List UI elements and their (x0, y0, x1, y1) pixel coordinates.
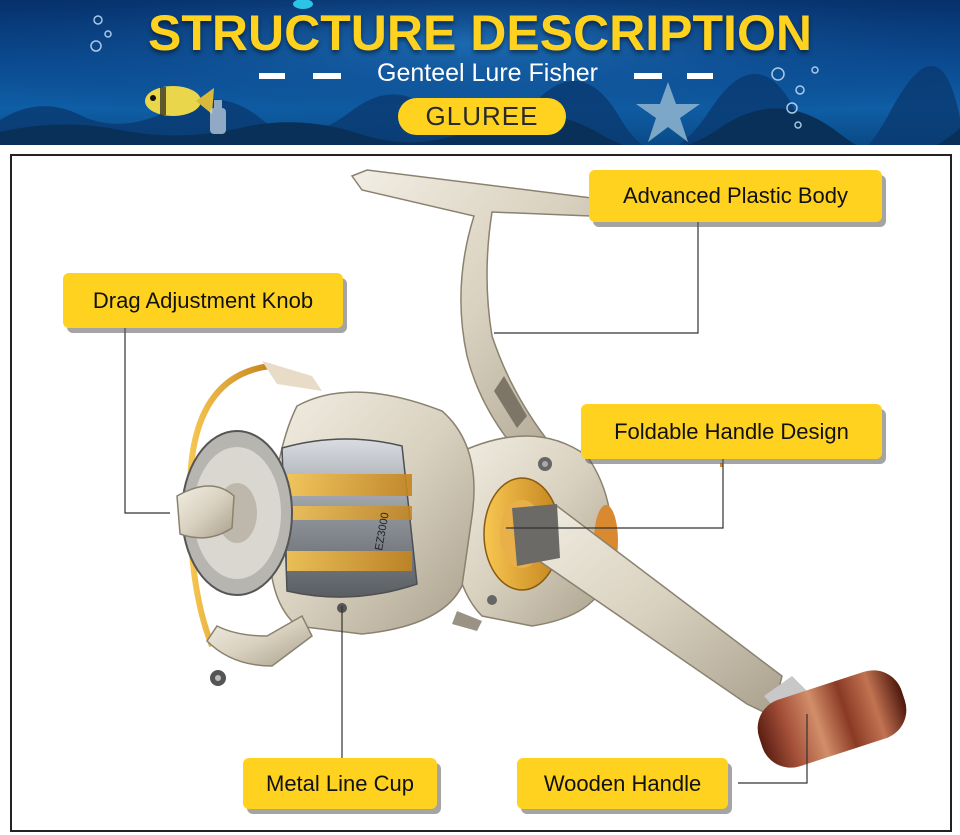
callout-advanced-plastic-body: Advanced Plastic Body (589, 170, 882, 222)
subtitle: Genteel Lure Fisher (377, 59, 598, 87)
fish-icon (145, 86, 214, 116)
subtitle-dash (687, 73, 713, 79)
spinning-reel-image: EZ3000 (176, 169, 907, 768)
callout-drag-adjustment-knob: Drag Adjustment Knob (63, 273, 343, 328)
bubbles-decoration (90, 15, 819, 129)
callout-leader-lines (124, 222, 808, 784)
callout-foldable-handle-design: Foldable Handle Design (581, 404, 882, 459)
subtitle-row: Genteel Lure Fisher (0, 59, 960, 89)
starfish-icon (636, 82, 700, 142)
callout-metal-line-cup: Metal Line Cup (243, 758, 437, 809)
ocean-background (0, 0, 960, 145)
subtitle-dash (313, 73, 341, 79)
page-title: STRUCTURE DESCRIPTION (148, 5, 812, 61)
subtitle-dash (259, 73, 285, 79)
subtitle-dash (634, 73, 662, 79)
callout-wooden-handle: Wooden Handle (517, 758, 728, 809)
brand-badge: GLUREE (398, 98, 566, 135)
product-frame: EZ3000 Advanced Plastic Body Drag Adjust… (10, 154, 952, 832)
header-banner: STRUCTURE DESCRIPTION Genteel Lure Fishe… (0, 0, 960, 145)
